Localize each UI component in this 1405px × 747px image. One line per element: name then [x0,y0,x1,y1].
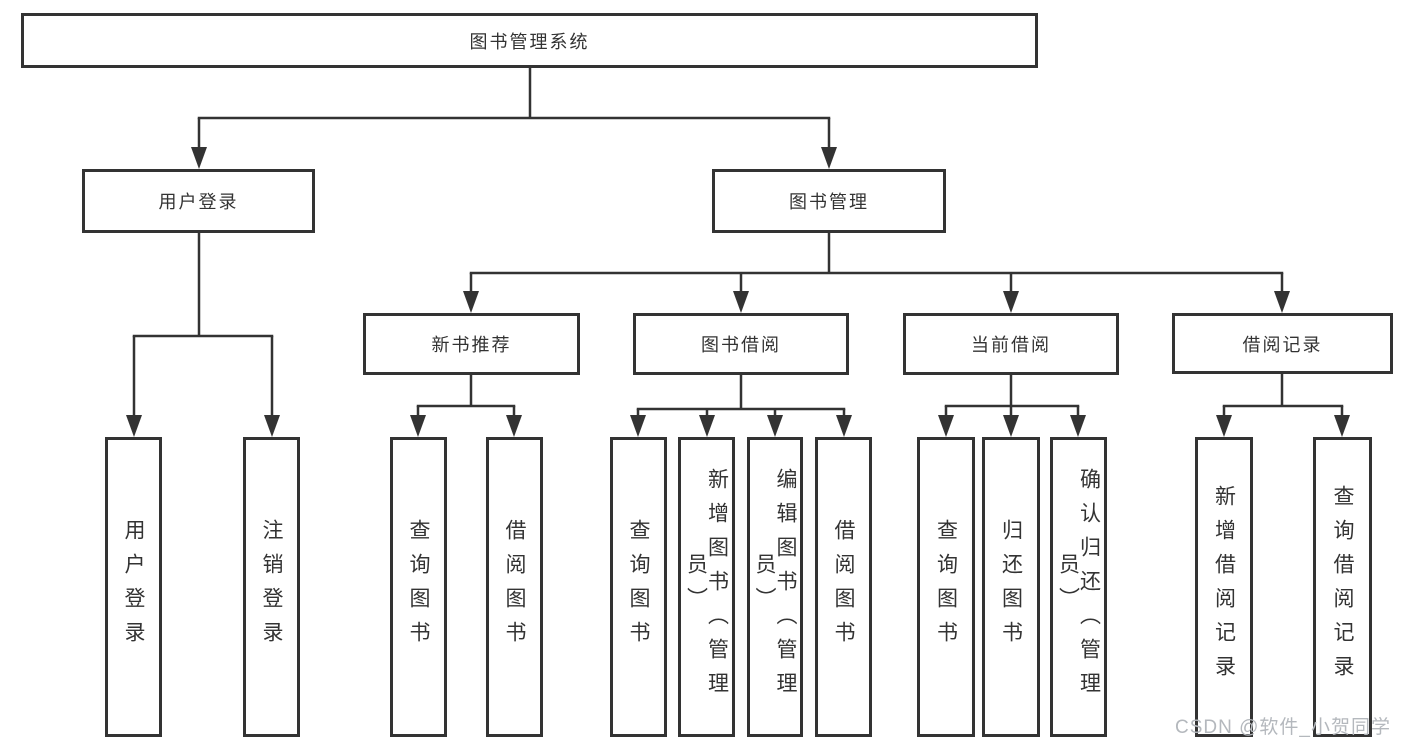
arrowhead-icon [264,415,280,437]
arrowhead-icon [1070,415,1086,437]
arrowhead-icon [126,415,142,437]
arrowhead-icon [821,147,837,169]
node-leaf-user-login: 用户登录 [105,437,162,737]
arrowhead-icon [506,415,522,437]
node-leaf-borrow-book-2: 借阅图书 [815,437,872,737]
arrowhead-icon [463,291,479,313]
node-root: 图书管理系统 [21,13,1038,68]
node-leaf-confirm-return: 确认归还（管理员） [1050,437,1107,737]
arrowhead-icon [938,415,954,437]
arrowhead-icon [410,415,426,437]
node-leaf-edit-book: 编辑图书（管理员） [747,437,803,737]
node-leaf-query-book-2: 查询图书 [610,437,667,737]
node-leaf-add-record: 新增借阅记录 [1195,437,1253,737]
node-leaf-query-record: 查询借阅记录 [1313,437,1372,737]
arrowhead-icon [1003,415,1019,437]
arrowhead-icon [733,291,749,313]
node-new-book: 新书推荐 [363,313,580,375]
arrowhead-icon [836,415,852,437]
node-leaf-query-book-1: 查询图书 [390,437,447,737]
node-user-login: 用户登录 [82,169,315,233]
csdn-watermark: CSDN @软件_小贺同学 [1175,717,1391,738]
arrowhead-icon [1334,415,1350,437]
node-current-borrow: 当前借阅 [903,313,1119,375]
arrowhead-icon [1274,291,1290,313]
node-leaf-add-book: 新增图书（管理员） [678,437,735,737]
node-leaf-borrow-book-1: 借阅图书 [486,437,543,737]
arrowhead-icon [1216,415,1232,437]
arrowhead-icon [1003,291,1019,313]
arrowhead-icon [767,415,783,437]
node-leaf-query-book-3: 查询图书 [917,437,975,737]
node-book-borrow: 图书借阅 [633,313,849,375]
node-borrow-record: 借阅记录 [1172,313,1393,374]
node-book-mgmt: 图书管理 [712,169,946,233]
arrowhead-icon [699,415,715,437]
arrowhead-icon [191,147,207,169]
node-leaf-logout: 注销登录 [243,437,300,737]
arrowhead-icon [630,415,646,437]
node-leaf-return-book: 归还图书 [982,437,1040,737]
